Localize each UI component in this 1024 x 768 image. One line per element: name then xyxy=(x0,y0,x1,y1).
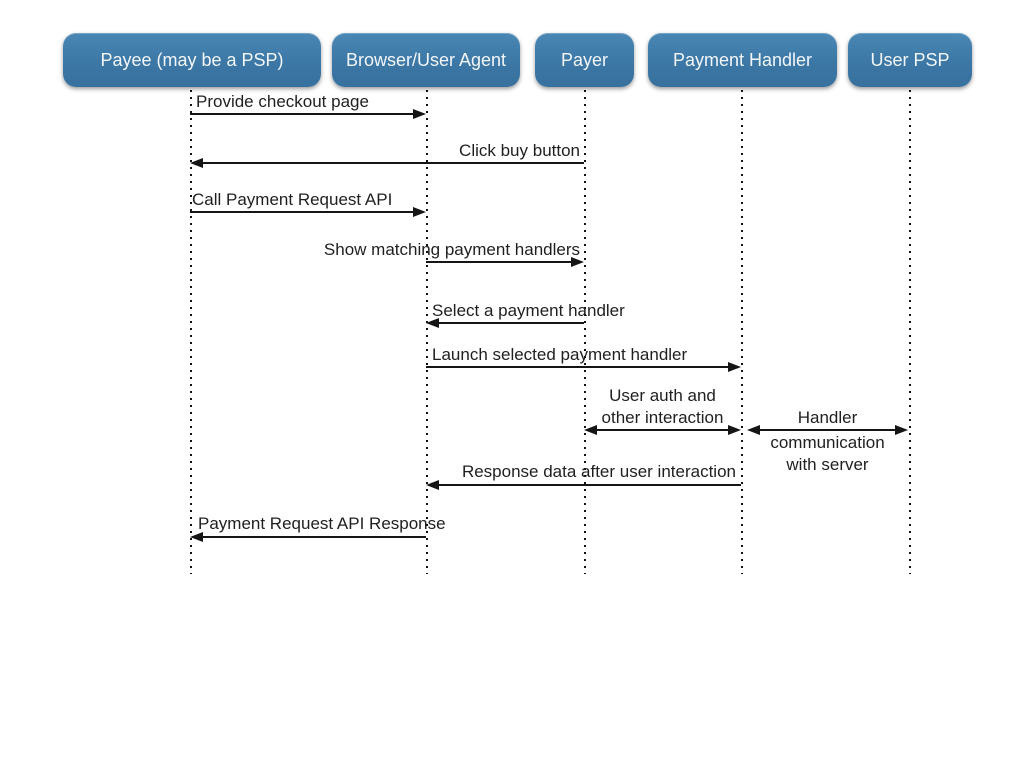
actor-payer-label: Payer xyxy=(560,49,609,70)
message-line xyxy=(190,211,414,213)
arrowhead-right-icon xyxy=(571,257,584,267)
actor-payment-handler: Payment Handler xyxy=(648,33,837,87)
message-label: Provide checkout page xyxy=(196,92,369,111)
actor-browser-user-agent: Browser/User Agent xyxy=(332,33,520,87)
actor-user-psp-label: User PSP xyxy=(870,49,950,70)
arrowhead-right-icon xyxy=(413,109,426,119)
arrowhead-left-icon xyxy=(426,480,439,490)
message-line xyxy=(203,162,584,164)
message-line xyxy=(426,261,571,263)
message-label: Payment Request API Response xyxy=(198,514,446,533)
message-line xyxy=(203,536,426,538)
arrowhead-right-icon xyxy=(895,425,908,435)
actor-user-psp: User PSP xyxy=(848,33,972,87)
message-line xyxy=(597,429,728,431)
lifeline-payment-handler xyxy=(741,90,743,574)
arrowhead-left-icon xyxy=(426,318,439,328)
actor-payee: Payee (may be a PSP) xyxy=(63,33,321,87)
message-line xyxy=(190,113,414,115)
message-label: Response data after user interaction xyxy=(461,462,736,481)
message-label: Select a payment handler xyxy=(432,301,625,320)
message-line xyxy=(439,484,741,486)
actor-browser-user-agent-label: Browser/User Agent xyxy=(345,49,507,70)
actor-payee-label: Payee (may be a PSP) xyxy=(100,49,284,70)
arrowhead-left-icon xyxy=(584,425,597,435)
message-label-above: Handler xyxy=(797,408,858,427)
arrowhead-left-icon xyxy=(190,532,203,542)
message-line xyxy=(760,429,895,431)
arrowhead-left-icon xyxy=(747,425,760,435)
actor-payer: Payer xyxy=(535,33,634,87)
message-label: User auth and other interaction xyxy=(601,386,724,427)
message-label: Launch selected payment handler xyxy=(432,345,688,364)
arrowhead-right-icon xyxy=(728,425,741,435)
arrowhead-left-icon xyxy=(190,158,203,168)
message-line xyxy=(426,366,728,368)
message-label-below: communication with server xyxy=(770,433,885,474)
lifeline-browser-user-agent xyxy=(426,90,428,574)
lifeline-payer xyxy=(584,90,586,574)
lifeline-user-psp xyxy=(909,90,911,574)
message-label: Click buy button xyxy=(459,141,580,160)
message-line xyxy=(439,322,584,324)
arrowhead-right-icon xyxy=(728,362,741,372)
actor-payment-handler-label: Payment Handler xyxy=(672,49,813,70)
message-label: Show matching payment handlers xyxy=(323,240,580,259)
message-label: Call Payment Request API xyxy=(192,190,393,209)
lifeline-payee xyxy=(190,90,192,574)
arrowhead-right-icon xyxy=(413,207,426,217)
